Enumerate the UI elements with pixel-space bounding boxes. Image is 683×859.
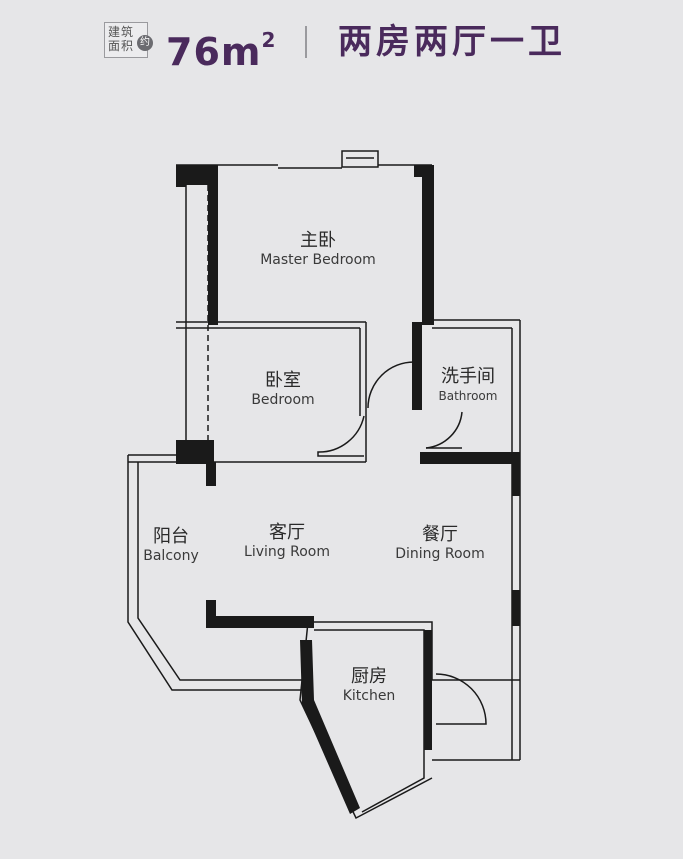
living-bottom-wall — [206, 616, 314, 628]
area-tag-line2: 面积 — [108, 39, 135, 53]
balcony-label: 阳台 Balcony — [138, 526, 204, 564]
dining-right-block-top — [512, 460, 520, 496]
dining-room-en: Dining Room — [395, 546, 485, 562]
thick-walls — [176, 165, 520, 814]
balcony-cn: 阳台 — [153, 526, 189, 547]
dining-room-cn: 餐厅 — [422, 524, 458, 545]
master-door-swing — [367, 361, 415, 409]
dining-right-block-bottom — [512, 590, 520, 626]
bedroom-door-swing — [317, 415, 365, 457]
master-right-wall — [422, 165, 434, 325]
area-superscript: 2 — [261, 28, 277, 52]
area-value: 76m2 — [166, 16, 276, 76]
bathroom-left-wall — [412, 322, 422, 410]
area-tag-line1: 建筑 — [108, 25, 135, 39]
kitchen-left-thick — [300, 640, 360, 814]
area-tag-text: 建筑 面积 — [108, 25, 138, 53]
bedroom-bottom-left — [176, 440, 214, 464]
top-window-frame — [341, 150, 379, 168]
kitchen-en: Kitchen — [342, 688, 396, 704]
bedroom-cn: 卧室 — [265, 370, 301, 391]
layout-title: 两房两厅一卫 — [338, 22, 566, 62]
balcony-inner — [137, 462, 308, 681]
balcony-outer — [127, 455, 308, 691]
kitchen-inner — [314, 629, 425, 813]
top-right-corner — [414, 165, 434, 177]
kitchen-door-swing — [435, 673, 487, 725]
living-room-label: 客厅 Living Room — [232, 522, 342, 560]
master-bedroom-en: Master Bedroom — [260, 252, 376, 268]
living-left-bottom — [206, 600, 216, 628]
master-bedroom-label: 主卧 Master Bedroom — [238, 230, 398, 268]
kitchen-cn: 厨房 — [351, 666, 387, 687]
top-left-wall-block — [176, 165, 218, 185]
living-room-en: Living Room — [244, 544, 330, 560]
master-left-wall — [208, 185, 218, 325]
master-bedroom-cn: 主卧 — [300, 230, 336, 251]
kitchen-label: 厨房 Kitchen — [332, 666, 406, 704]
bedroom-en: Bedroom — [251, 392, 315, 408]
header: 建筑 面积 约 76m2 两房两厅一卫 — [0, 0, 683, 80]
balcony-en: Balcony — [143, 548, 199, 564]
bathroom-en: Bathroom — [438, 389, 498, 403]
kitchen-right-thick — [424, 630, 432, 750]
bathroom-label: 洗手间 Bathroom — [428, 366, 508, 404]
living-room-cn: 客厅 — [269, 522, 305, 543]
approx-badge: 约 — [137, 35, 153, 51]
dining-top-wall — [420, 452, 520, 464]
bathroom-door-swing — [425, 411, 463, 449]
living-left-top — [206, 462, 216, 486]
dining-room-label: 餐厅 Dining Room — [384, 524, 496, 562]
bedroom-label: 卧室 Bedroom — [233, 370, 333, 408]
header-divider — [305, 26, 307, 58]
area-label-tag: 建筑 面积 约 — [104, 22, 153, 58]
bathroom-cn: 洗手间 — [441, 366, 495, 387]
area-number: 76m — [166, 30, 262, 74]
